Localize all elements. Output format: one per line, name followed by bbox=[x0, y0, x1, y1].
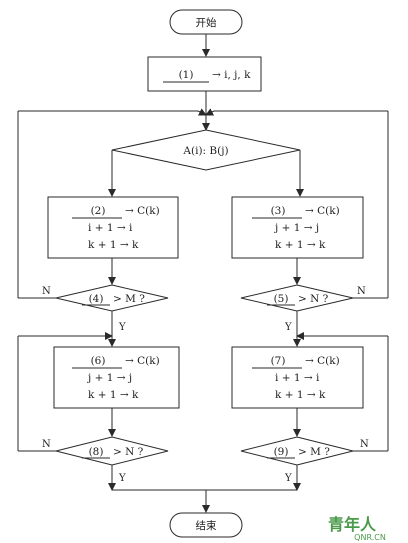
right-box1-line3: k + 1 → k bbox=[275, 239, 326, 251]
compare-label: A(i): B(j) bbox=[182, 145, 228, 157]
right-box2-line2: i + 1 → i bbox=[275, 372, 320, 384]
right-dec1-blank: (5) bbox=[274, 293, 289, 305]
left-dec2-blank: (8) bbox=[89, 446, 104, 458]
left-dec1-cond: > M ? bbox=[113, 293, 145, 305]
right-dec1-no-label: N bbox=[357, 286, 366, 297]
left-process-box-2 bbox=[53, 346, 180, 409]
end-terminal bbox=[169, 512, 243, 538]
right-process-box-2 bbox=[231, 346, 364, 409]
watermark-name: 青年人 bbox=[328, 515, 377, 534]
left-dec1-yes-label: Y bbox=[118, 322, 126, 333]
left-decision-2 bbox=[55, 436, 169, 466]
left-dec1-no-label: N bbox=[42, 286, 51, 297]
watermark-url: QNR.CN bbox=[354, 533, 386, 542]
init-blank-1: (1) bbox=[179, 69, 194, 81]
right-box1-line2: j + 1 → j bbox=[273, 222, 319, 234]
left-dec1-blank: (4) bbox=[89, 293, 104, 305]
left-box1-line2: i + 1 → i bbox=[88, 222, 133, 234]
right-box2-line1: → C(k) bbox=[305, 355, 340, 367]
left-box2-blank: (6) bbox=[91, 355, 106, 367]
left-box1-line1: → C(k) bbox=[125, 205, 160, 217]
right-dec2-cond: > M ? bbox=[298, 446, 330, 458]
start-label: 开始 bbox=[196, 16, 217, 29]
right-box2-line3: k + 1 → k bbox=[275, 389, 326, 401]
left-box2-line2: j + 1 → j bbox=[86, 372, 132, 384]
end-label: 结束 bbox=[196, 519, 217, 532]
right-box1-blank: (3) bbox=[271, 205, 286, 217]
right-dec2-yes-label: Y bbox=[284, 473, 292, 484]
left-decision-1 bbox=[55, 284, 169, 312]
right-dec1-cond: > N ? bbox=[298, 293, 329, 305]
right-dec2-blank: (9) bbox=[274, 446, 289, 458]
merge-arrow-right bbox=[205, 108, 215, 116]
left-dec2-no-label: N bbox=[42, 439, 51, 450]
compare-decision bbox=[111, 129, 301, 171]
right-decision-1 bbox=[240, 284, 354, 312]
left-box2-line1: → C(k) bbox=[125, 355, 160, 367]
right-box1-line1: → C(k) bbox=[305, 205, 340, 217]
left-dec2-yes-label: Y bbox=[118, 473, 126, 484]
merge-arrow-left bbox=[197, 108, 207, 116]
right-dec2-no-label: N bbox=[360, 439, 369, 450]
left-dec2-cond: > N ? bbox=[113, 446, 144, 458]
left-box1-blank: (2) bbox=[91, 205, 106, 217]
right-dec1-yes-label: Y bbox=[284, 322, 292, 333]
left-process-box-1 bbox=[47, 196, 179, 259]
right-process-box-1 bbox=[231, 196, 364, 259]
left-box2-line3: k + 1 → k bbox=[88, 389, 139, 401]
init-assign: → i, j, k bbox=[212, 69, 251, 81]
right-box2-blank: (7) bbox=[271, 355, 286, 367]
left-box1-line3: k + 1 → k bbox=[88, 239, 139, 251]
init-box bbox=[147, 56, 262, 92]
right-decision-2 bbox=[240, 436, 354, 466]
